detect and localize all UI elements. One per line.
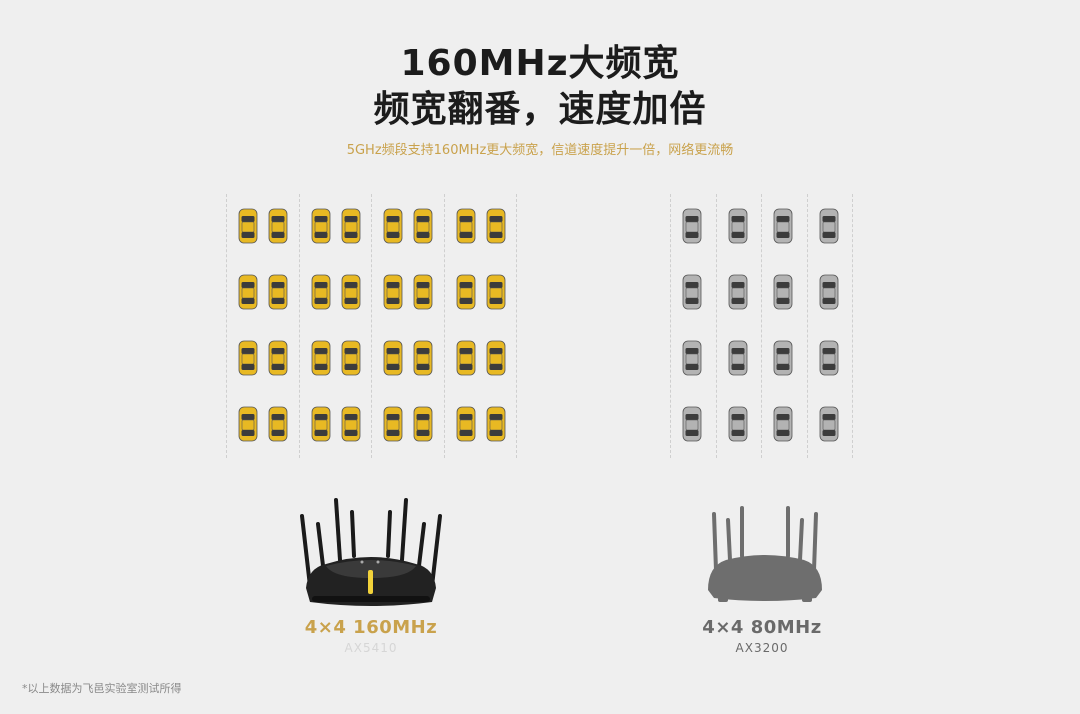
lot-80mhz-lane-line — [715, 194, 717, 458]
lot-160mhz-car-icon — [238, 406, 258, 442]
lot-160mhz-car-icon — [486, 208, 506, 244]
model-ax5410: AX5410 — [344, 641, 398, 655]
lot-80mhz-car-icon — [682, 208, 702, 244]
page-title-line-1: 160MHz大频宽 — [400, 43, 680, 84]
spec-80mhz: 4×4 80MHz — [702, 617, 822, 638]
lot-80mhz-car-icon — [819, 340, 839, 376]
lot-80mhz-car-icon — [773, 274, 793, 310]
lot-160mhz-car-icon — [238, 208, 258, 244]
lot-160mhz-car-icon — [268, 406, 288, 442]
lot-80mhz-car-icon — [819, 208, 839, 244]
lot-80mhz-car-icon — [819, 274, 839, 310]
lot-160mhz-car-icon — [456, 208, 476, 244]
lot-160mhz-car-icon — [413, 340, 433, 376]
parking-lot-160mhz — [226, 194, 517, 458]
lot-160mhz-car-icon — [268, 340, 288, 376]
lot-80mhz-lane-line — [761, 194, 762, 458]
lot-160mhz-lane-line — [226, 194, 227, 458]
lot-160mhz-car-icon — [268, 274, 288, 310]
lot-160mhz-car-icon — [383, 274, 403, 310]
lot-160mhz-car-icon — [383, 208, 403, 244]
page-subtitle: 5GHz频段支持160MHz更大频宽，信道速度提升一倍，网络更流畅 — [346, 143, 734, 158]
lot-160mhz-lane-line — [298, 194, 300, 458]
lot-160mhz-car-icon — [413, 406, 433, 442]
lot-160mhz-lane-line — [443, 194, 445, 458]
lot-160mhz-car-icon — [238, 340, 258, 376]
lot-160mhz-car-icon — [413, 274, 433, 310]
lot-80mhz-car-icon — [773, 340, 793, 376]
footnote: *以上数据为飞邑实验室测试所得 — [22, 682, 182, 695]
lot-80mhz-car-icon — [728, 406, 748, 442]
lot-160mhz-car-icon — [383, 340, 403, 376]
lot-80mhz-car-icon — [682, 406, 702, 442]
lot-160mhz-car-icon — [311, 340, 331, 376]
model-ax3200: AX3200 — [735, 641, 789, 655]
lot-160mhz-car-icon — [341, 274, 361, 310]
spec-160mhz: 4×4 160MHz — [304, 617, 438, 638]
lot-160mhz-car-icon — [456, 274, 476, 310]
lot-160mhz-car-icon — [486, 406, 506, 442]
lot-160mhz-car-icon — [456, 340, 476, 376]
lot-80mhz-car-icon — [773, 208, 793, 244]
lot-160mhz-car-icon — [341, 208, 361, 244]
lot-80mhz-car-icon — [728, 340, 748, 376]
lot-160mhz-car-icon — [486, 340, 506, 376]
lot-160mhz-car-icon — [311, 274, 331, 310]
page-title-line-2: 频宽翻番，速度加倍 — [373, 89, 707, 130]
lot-80mhz-car-icon — [682, 340, 702, 376]
lot-160mhz-lane-line — [371, 194, 372, 458]
lot-160mhz-car-icon — [311, 208, 331, 244]
router-ax3200-image — [708, 506, 822, 602]
lot-160mhz-car-icon — [268, 208, 288, 244]
lot-160mhz-car-icon — [383, 406, 403, 442]
lot-80mhz-car-icon — [728, 208, 748, 244]
lot-80mhz-car-icon — [819, 406, 839, 442]
lot-160mhz-car-icon — [486, 274, 506, 310]
lot-160mhz-car-icon — [341, 406, 361, 442]
lot-160mhz-car-icon — [413, 208, 433, 244]
router-ax5410-image — [300, 498, 442, 606]
lot-160mhz-car-icon — [341, 340, 361, 376]
parking-lot-80mhz — [670, 194, 853, 458]
lot-80mhz-lane-line — [670, 194, 671, 458]
lot-80mhz-car-icon — [773, 406, 793, 442]
lot-160mhz-car-icon — [311, 406, 331, 442]
lot-160mhz-lane-line — [516, 194, 517, 458]
lot-160mhz-car-icon — [238, 274, 258, 310]
lot-80mhz-lane-line — [852, 194, 853, 458]
lot-80mhz-car-icon — [728, 274, 748, 310]
lot-80mhz-lane-line — [806, 194, 808, 458]
lot-160mhz-car-icon — [456, 406, 476, 442]
lot-80mhz-car-icon — [682, 274, 702, 310]
